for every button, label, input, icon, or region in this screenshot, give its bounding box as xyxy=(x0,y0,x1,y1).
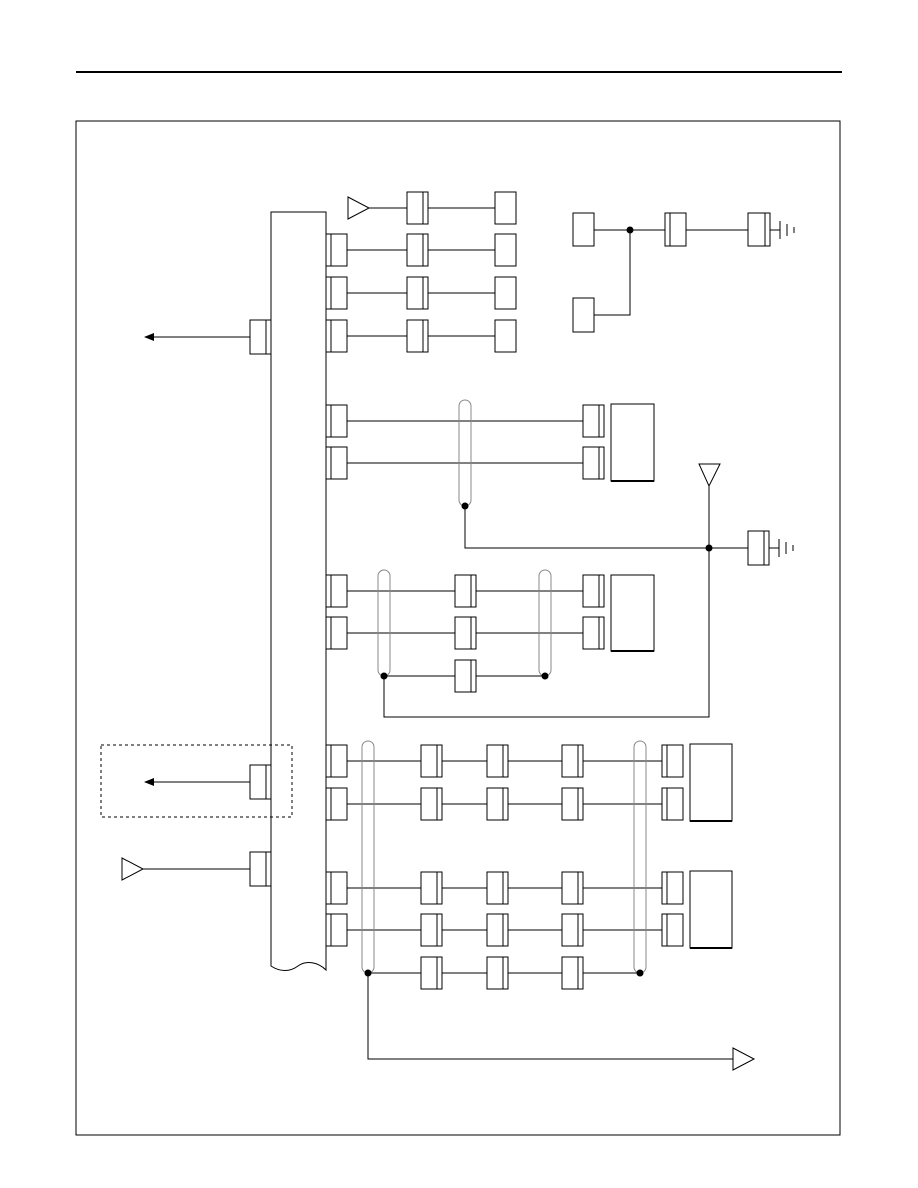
connector xyxy=(420,787,443,821)
splice-layer xyxy=(364,502,713,977)
connector xyxy=(561,787,584,821)
connector xyxy=(325,913,348,947)
splice-dot-icon xyxy=(705,544,713,552)
ground-wire-c xyxy=(594,230,631,316)
ground-icon xyxy=(770,221,795,239)
component-box xyxy=(494,276,517,310)
connector xyxy=(325,233,348,267)
connector xyxy=(582,446,605,480)
triangle-connector-icon xyxy=(698,463,721,488)
component-box xyxy=(572,212,595,247)
shield-tube xyxy=(458,399,472,507)
device-box xyxy=(689,870,733,949)
connector xyxy=(325,871,348,905)
connector xyxy=(325,276,348,310)
connector xyxy=(420,744,443,778)
connector xyxy=(325,446,348,480)
connector xyxy=(664,212,687,247)
connector xyxy=(454,574,477,608)
connector xyxy=(582,574,605,608)
shield-drain-wire-1 xyxy=(464,506,748,549)
connector xyxy=(325,319,348,353)
connector xyxy=(661,787,684,821)
connector xyxy=(249,851,272,887)
connector xyxy=(454,659,477,693)
splice-dot-icon xyxy=(541,672,549,680)
device-box xyxy=(689,743,733,822)
shield-drain-wire-3 xyxy=(367,972,733,1060)
triangle-connector-icon xyxy=(732,1047,756,1071)
splice-dot-icon xyxy=(364,969,372,977)
shield-drain-wire-2 xyxy=(383,486,710,718)
connector xyxy=(486,744,509,778)
connector xyxy=(561,871,584,905)
splice-dot-icon xyxy=(461,502,469,510)
connector xyxy=(325,744,348,778)
device-layer xyxy=(494,191,733,949)
component-box xyxy=(494,233,517,267)
component-box xyxy=(494,319,517,353)
triangle-connector-icon xyxy=(347,196,371,220)
device-box xyxy=(610,574,655,652)
component-box xyxy=(494,191,517,225)
connector xyxy=(486,871,509,905)
connector xyxy=(420,913,443,947)
connector xyxy=(486,956,509,990)
input-triangle-icon xyxy=(121,857,145,881)
connector xyxy=(325,616,348,650)
control-unit-body xyxy=(270,211,327,972)
connector xyxy=(325,787,348,821)
diagram-frame xyxy=(75,120,841,1136)
connector xyxy=(561,956,584,990)
connector xyxy=(486,913,509,947)
connector xyxy=(325,574,348,608)
connector xyxy=(747,530,770,566)
connector xyxy=(661,913,684,947)
device-box xyxy=(610,403,655,482)
connector xyxy=(420,871,443,905)
connector xyxy=(661,871,684,905)
connector xyxy=(454,616,477,650)
splice-dot-icon xyxy=(636,969,644,977)
ground-icon xyxy=(769,539,794,557)
component-box xyxy=(572,297,595,333)
connector xyxy=(406,276,429,310)
shield-tube xyxy=(538,569,552,677)
connector xyxy=(486,787,509,821)
connector xyxy=(582,616,605,650)
connector xyxy=(561,913,584,947)
wire-layer xyxy=(347,207,662,974)
connector xyxy=(249,764,272,800)
connector-layer xyxy=(249,191,771,990)
splice-dot-icon xyxy=(380,672,388,680)
connector xyxy=(325,404,348,438)
connector xyxy=(406,319,429,353)
connector xyxy=(747,212,771,247)
shield-tube xyxy=(377,569,391,677)
connector xyxy=(249,319,272,355)
splice-dot-icon xyxy=(626,226,634,234)
connector xyxy=(420,956,443,990)
connector xyxy=(561,744,584,778)
shield-tube xyxy=(633,740,647,974)
shield-tube xyxy=(361,740,375,974)
connector xyxy=(582,404,605,438)
connector xyxy=(661,744,684,778)
connector xyxy=(406,233,429,267)
connector xyxy=(406,191,429,225)
